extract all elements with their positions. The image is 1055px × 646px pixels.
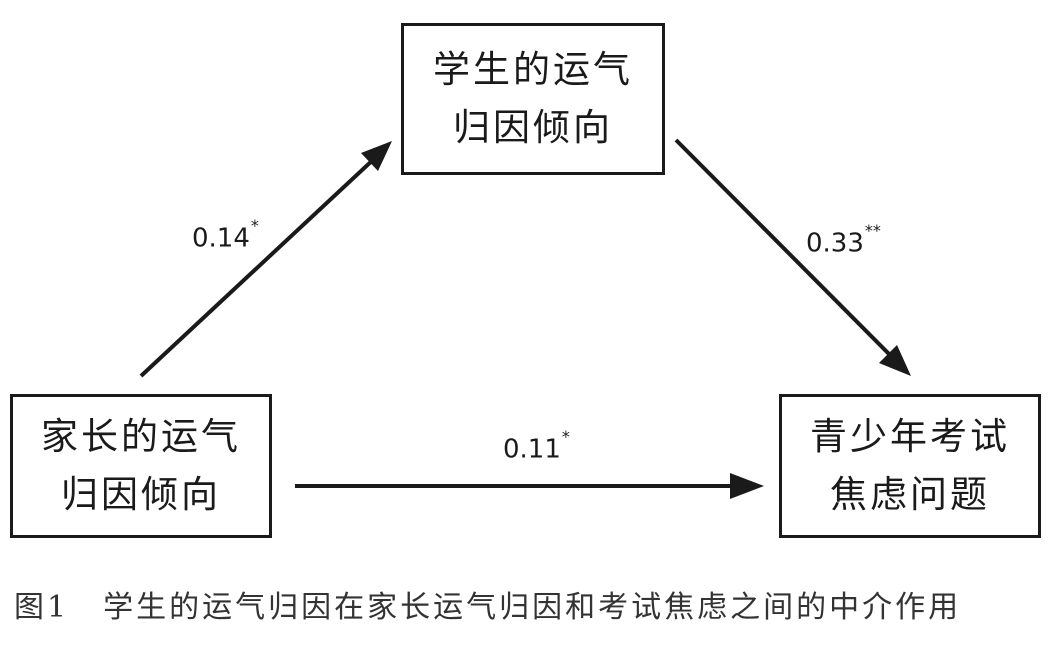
significance-marker: * xyxy=(561,427,570,446)
path-coefficient-b: 0.33** xyxy=(806,221,881,259)
node-label-line: 青少年考试 xyxy=(810,415,1010,458)
node-parent-luck-attribution: 家长的运气 归因倾向 xyxy=(10,394,272,538)
figure-number: 图1 xyxy=(14,590,70,625)
arrowhead-parent-to-outcome xyxy=(730,473,764,499)
node-adolescent-test-anxiety: 青少年考试 焦虑问题 xyxy=(779,394,1041,538)
arrowhead-mediator-to-outcome xyxy=(879,345,911,376)
coefficient-value: 0.33 xyxy=(806,228,864,259)
coefficient-value: 0.11 xyxy=(503,434,561,465)
node-label-line: 归因倾向 xyxy=(453,106,613,149)
arrowhead-parent-to-mediator xyxy=(361,141,392,171)
coefficient-value: 0.14 xyxy=(192,223,250,254)
significance-marker: * xyxy=(250,216,259,235)
figure-caption: 图1 学生的运气归因在家长运气归因和考试焦虑之间的中介作用 xyxy=(14,588,961,628)
figure-caption-text: 学生的运气归因在家长运气归因和考试焦虑之间的中介作用 xyxy=(103,590,962,625)
path-coefficient-a: 0.14* xyxy=(192,216,259,254)
node-student-luck-attribution: 学生的运气 归因倾向 xyxy=(401,23,665,175)
path-coefficient-c: 0.11* xyxy=(503,427,570,465)
node-label-line: 焦虑问题 xyxy=(830,473,990,516)
node-label-line: 归因倾向 xyxy=(61,473,221,516)
significance-marker: ** xyxy=(864,221,881,240)
node-label-line: 学生的运气 xyxy=(433,48,633,91)
arrow-mediator-to-outcome xyxy=(674,138,895,360)
node-label-line: 家长的运气 xyxy=(41,415,241,458)
arrow-parent-to-mediator xyxy=(139,156,377,378)
